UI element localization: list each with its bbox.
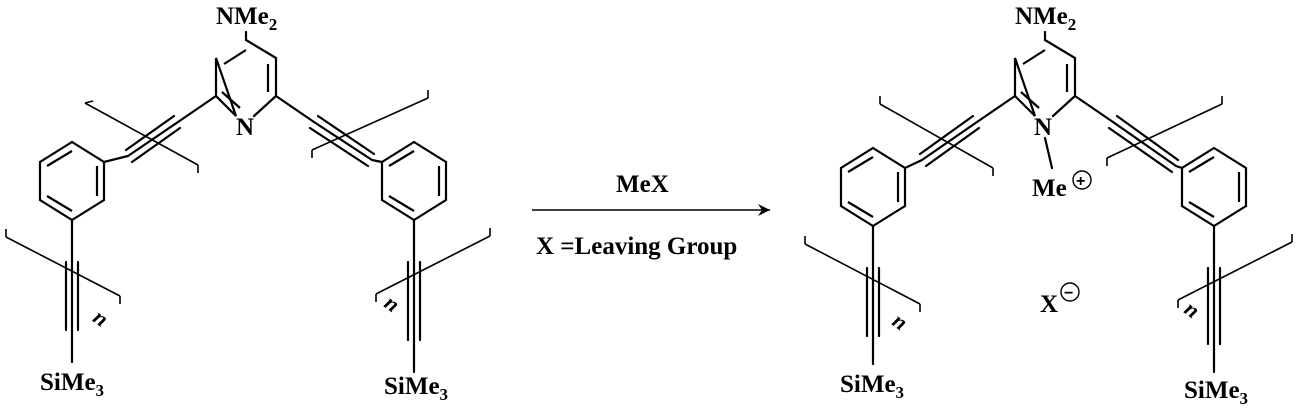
left-ring-nitrogen: N: [236, 114, 254, 141]
minus-charge-icon: [1060, 282, 1080, 302]
right-top-group: NMe2: [1015, 3, 1076, 34]
reagent-label: MeX: [616, 171, 669, 198]
left-benzene-left: [5, 140, 130, 364]
right-pyridinium-ring: [1013, 30, 1077, 170]
left-top-group: NMe2: [216, 3, 277, 34]
left-benzene-right: [370, 140, 491, 374]
right-alkyne-arm-right: [1073, 94, 1223, 174]
right-repeat-index-2: n: [1180, 296, 1204, 324]
right-repeat-index-1: n: [888, 308, 912, 336]
right-benzene-right: [1174, 146, 1293, 374]
condition-label: X =Leaving Group: [536, 233, 737, 260]
left-alkyne-arm-left: [84, 94, 218, 173]
left-end-group-2: SiMe3: [384, 373, 448, 404]
right-molecule: NMe2 N Me +: [804, 3, 1293, 408]
plus-charge-sign: +: [1076, 173, 1085, 190]
left-pyridine-ring: [214, 30, 278, 118]
left-alkyne-arm-right: [274, 90, 429, 168]
plus-charge-icon: [1072, 170, 1092, 190]
right-n-methyl: Me: [1032, 175, 1067, 202]
left-repeat-index-2: n: [380, 290, 404, 318]
right-ring-nitrogen: N: [1034, 114, 1052, 141]
counter-ion: X: [1040, 291, 1058, 318]
right-alkyne-arm-left: [879, 94, 1017, 176]
minus-charge-sign: −: [1064, 285, 1073, 302]
arrow-head-icon: [758, 204, 770, 216]
left-repeat-index-1: n: [89, 304, 113, 332]
left-molecule: NMe2 N: [5, 3, 491, 404]
reaction-arrow-group: MeX X =Leaving Group: [532, 171, 770, 260]
left-end-group-1: SiMe3: [40, 369, 104, 400]
right-benzene-left: [804, 146, 924, 366]
right-end-group-2: SiMe3: [1184, 377, 1248, 408]
right-end-group-1: SiMe3: [840, 371, 904, 402]
